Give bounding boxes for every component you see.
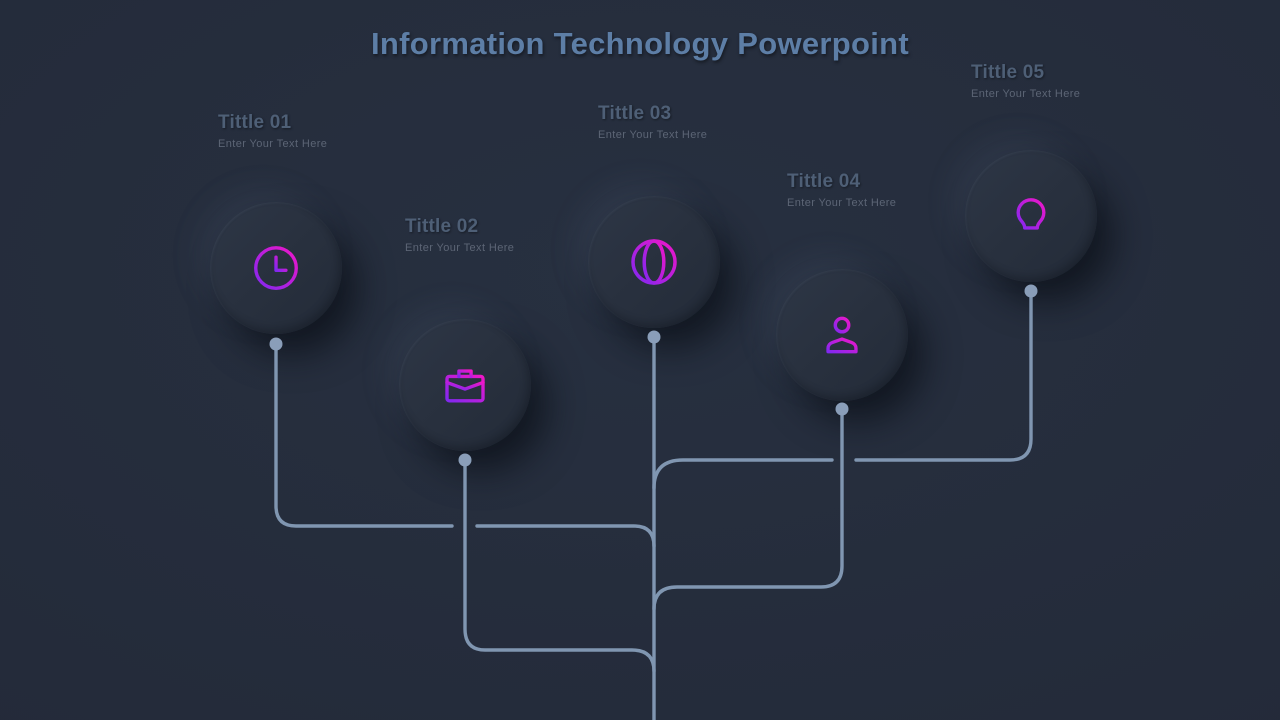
item-subtitle-5: Enter Your Text Here	[971, 88, 1081, 100]
node-circle-1	[210, 202, 342, 334]
item-subtitle-2: Enter Your Text Here	[405, 242, 515, 254]
clock-icon	[254, 246, 298, 290]
item-title-5: Tittle 05	[971, 62, 1045, 83]
connector-path-4	[652, 407, 844, 611]
connector-dot-1	[269, 337, 283, 351]
node-circle-4	[776, 269, 908, 401]
user-icon	[826, 316, 858, 354]
connector-dot-2	[458, 453, 472, 467]
item-title-2: Tittle 02	[405, 216, 479, 237]
node-circle-3	[588, 196, 720, 328]
briefcase-icon	[445, 369, 485, 403]
item-title-1: Tittle 01	[218, 112, 292, 133]
item-label-3: Tittle 03 Enter Your Text Here	[598, 104, 707, 141]
node-circle-5	[965, 150, 1097, 282]
node-circle-2	[399, 319, 531, 451]
connector-dot-3	[647, 330, 661, 344]
item-subtitle-1: Enter Your Text Here	[218, 138, 328, 150]
connector-dot-4	[835, 402, 849, 416]
connector-dot-5	[1024, 284, 1038, 298]
lightbulb-icon	[1016, 198, 1046, 238]
page-title: Information Technology Powerpoint	[370, 26, 910, 61]
item-title-3: Tittle 03	[598, 103, 672, 124]
globe-icon	[631, 239, 677, 285]
item-subtitle-4: Enter Your Text Here	[787, 197, 897, 209]
item-title-4: Tittle 04	[787, 171, 861, 192]
connector-path-2	[463, 458, 656, 673]
item-label-2: Tittle 02 Enter Your Text Here	[405, 217, 514, 254]
item-label-5: Tittle 05 Enter Your Text Here	[971, 63, 1080, 100]
item-subtitle-3: Enter Your Text Here	[598, 129, 708, 141]
item-label-1: Tittle 01 Enter Your Text Here	[218, 113, 327, 150]
item-label-4: Tittle 04 Enter Your Text Here	[787, 172, 896, 209]
